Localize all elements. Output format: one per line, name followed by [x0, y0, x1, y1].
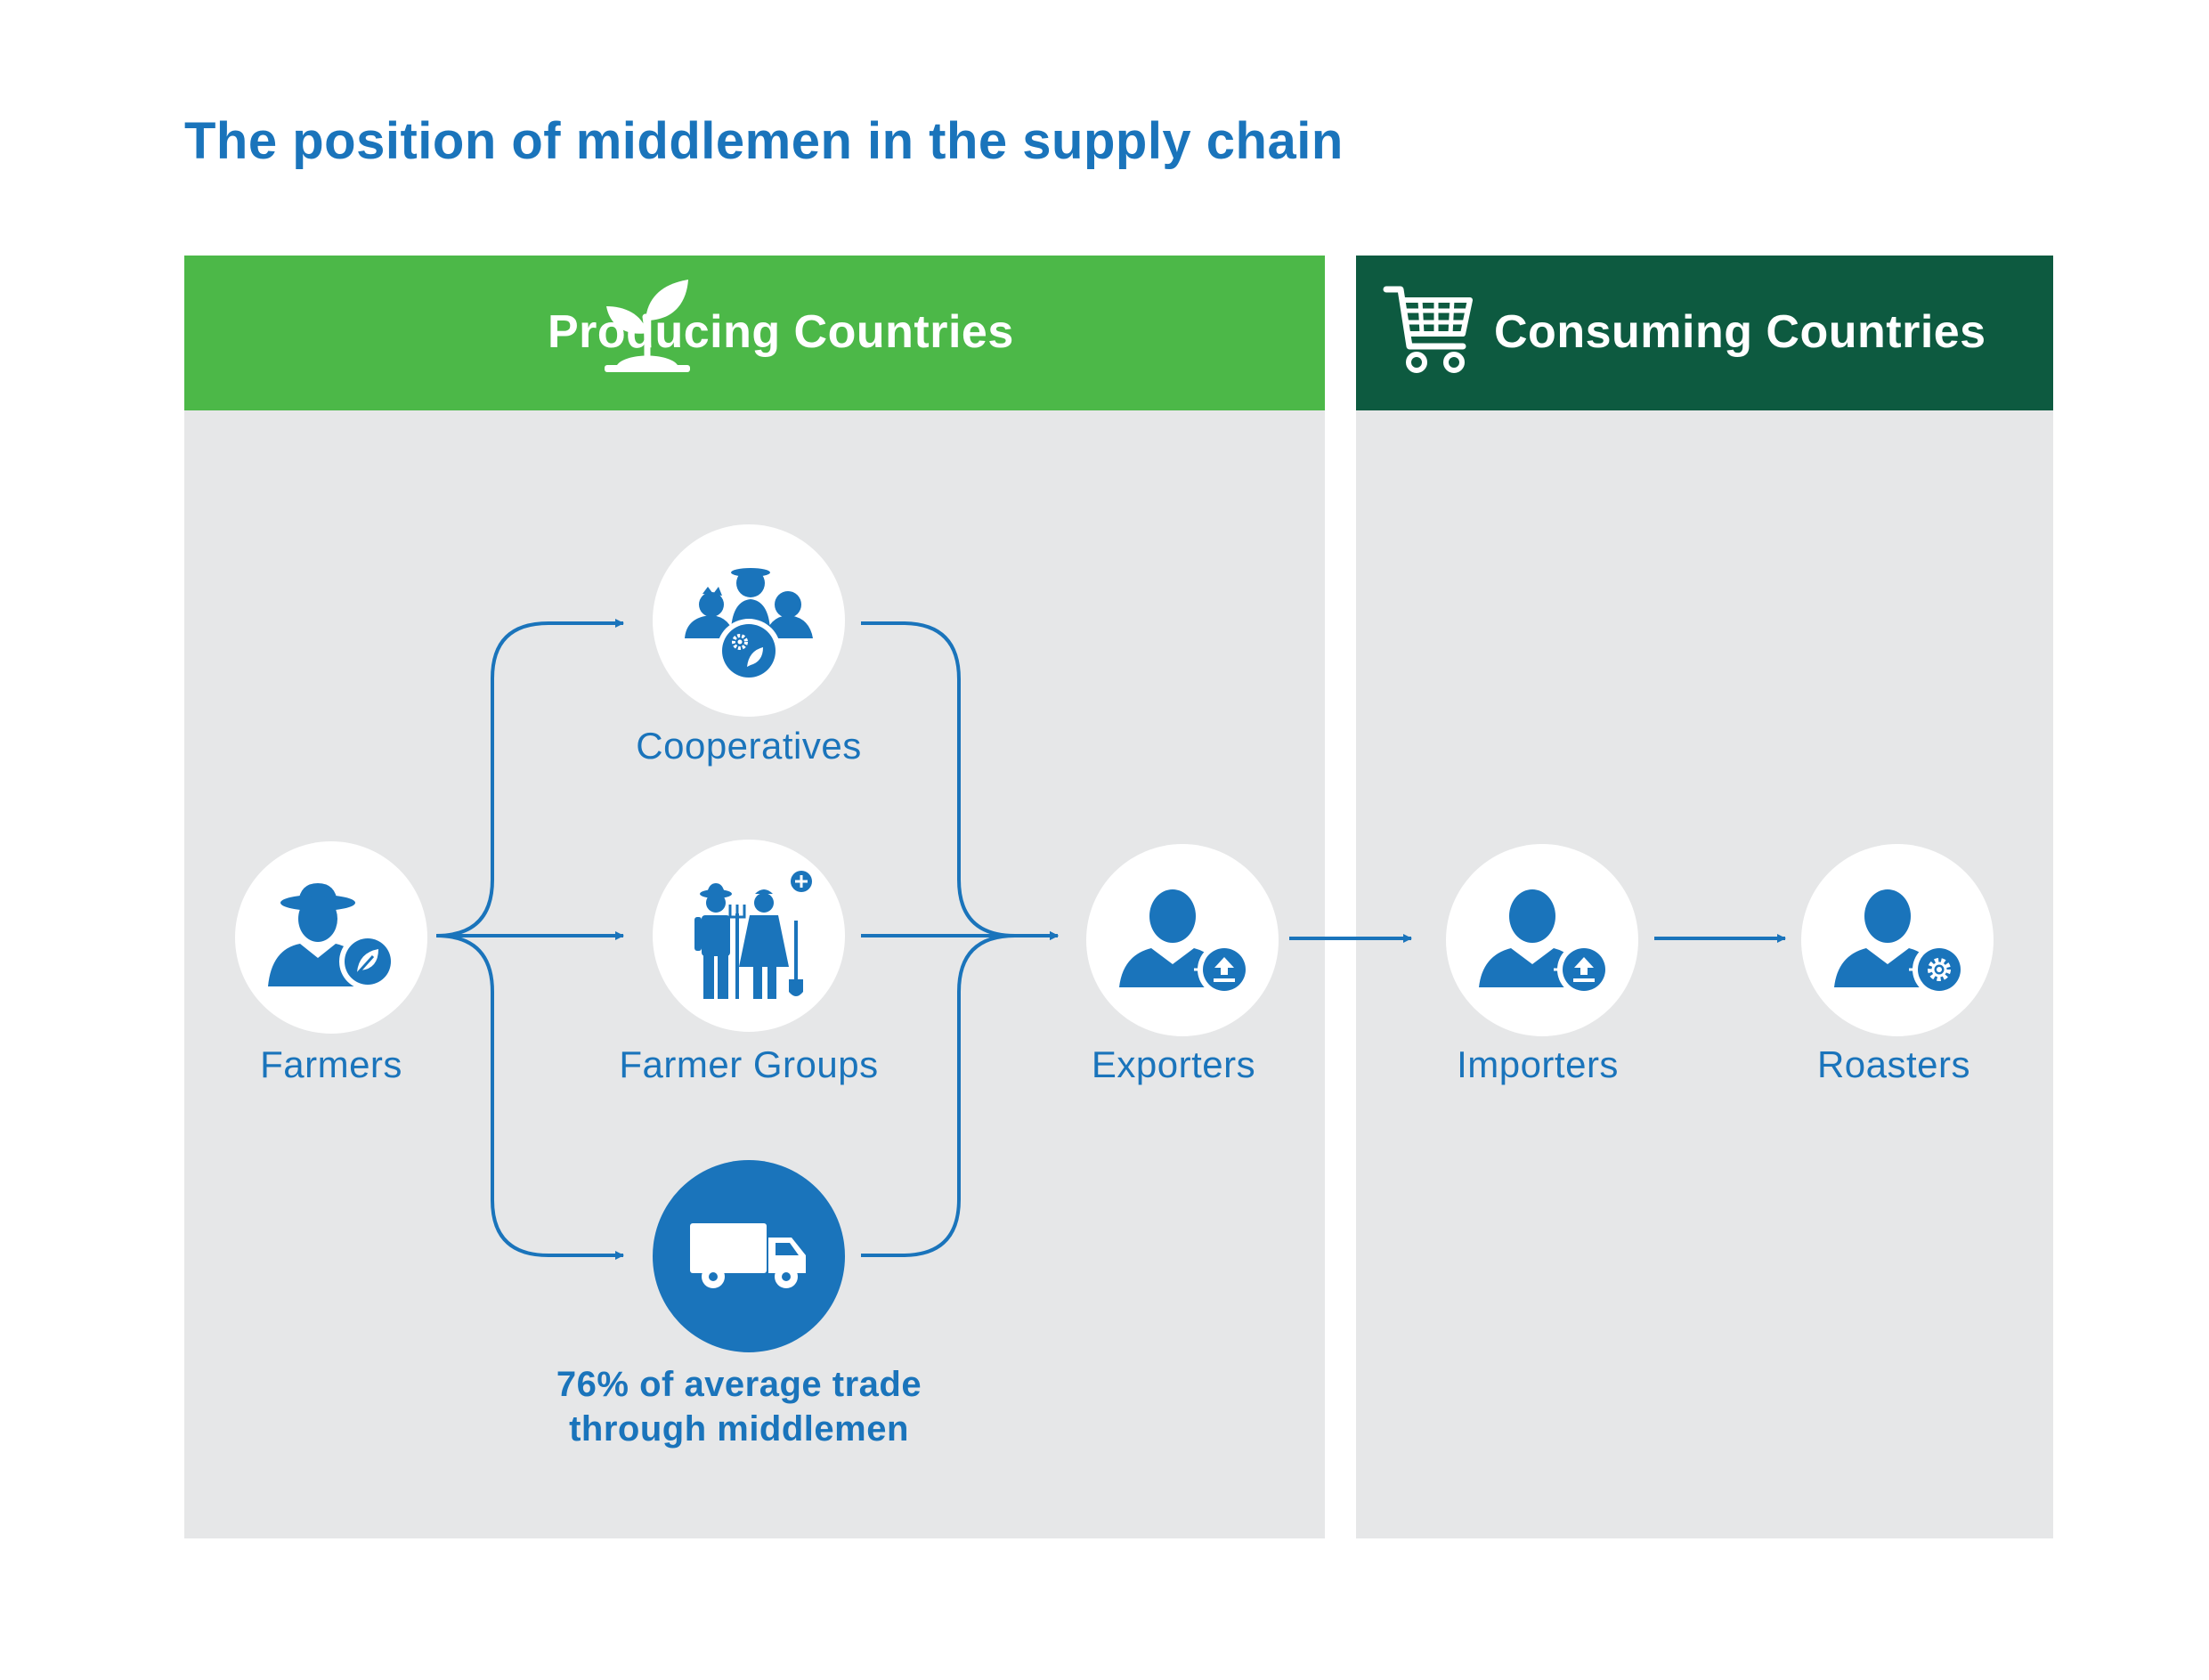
- arrow-cooperatives-to-exporters: [861, 621, 1059, 940]
- exporters-node[interactable]: [1086, 844, 1279, 1036]
- farmer-leaf-icon: [268, 883, 396, 990]
- sprout-icon: [603, 278, 692, 376]
- middlemen-callout-line-2: through middlemen: [569, 1409, 909, 1449]
- cooperatives-label: Cooperatives: [636, 725, 862, 767]
- shopping-cart-icon: [1383, 284, 1475, 377]
- farmer-groups-node[interactable]: [653, 840, 845, 1032]
- middlemen-node[interactable]: [653, 1160, 845, 1352]
- farmers-node[interactable]: [235, 841, 427, 1034]
- importers-label: Importers: [1457, 1043, 1619, 1085]
- roasters-label: Roasters: [1816, 1043, 1971, 1085]
- person-upload-icon: [1119, 889, 1249, 996]
- page-title: The position of middlemen in the supply …: [184, 112, 1344, 170]
- person-gear-icon: [1834, 889, 1964, 996]
- middlemen-callout: 76% of average trade through middlemen: [556, 1362, 922, 1451]
- consuming-countries-header: Consuming Countries: [1356, 256, 2053, 410]
- arrow-middlemen-to-exporters: [861, 931, 1059, 1257]
- farmer-couple-icon: [694, 871, 812, 999]
- truck-icon: [690, 1223, 806, 1288]
- producing-countries-label: Producing Countries: [548, 306, 1014, 358]
- arrow-farmers-to-middlemen: [435, 934, 624, 1260]
- roasters-node[interactable]: [1801, 844, 1994, 1036]
- consuming-countries-label: Consuming Countries: [1494, 306, 1986, 358]
- arrow-farmers-to-cooperatives: [435, 619, 624, 937]
- exporters-label: Exporters: [1091, 1043, 1256, 1085]
- farmer-groups-label: Farmer Groups: [619, 1043, 879, 1085]
- farmers-label: Farmers: [260, 1043, 402, 1085]
- person-upload-icon: [1479, 889, 1609, 996]
- middlemen-callout-line-1: 76% of average trade: [556, 1365, 922, 1404]
- cooperative-group-icon: [685, 568, 813, 683]
- producing-countries-header: Producing Countries: [184, 256, 1325, 410]
- importers-node[interactable]: [1446, 844, 1638, 1036]
- cooperatives-node[interactable]: [653, 524, 845, 717]
